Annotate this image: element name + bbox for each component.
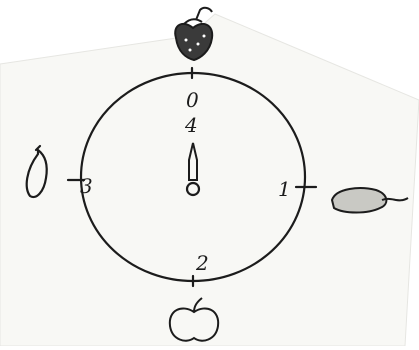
paper-sheet xyxy=(0,14,419,346)
strawberry-icon xyxy=(175,8,212,60)
label-right: 1 xyxy=(278,177,291,201)
label-center: 4 xyxy=(184,113,198,137)
label-left: 3 xyxy=(80,174,93,198)
label-bottom: 2 xyxy=(195,251,209,275)
label-top: 0 xyxy=(186,88,199,112)
